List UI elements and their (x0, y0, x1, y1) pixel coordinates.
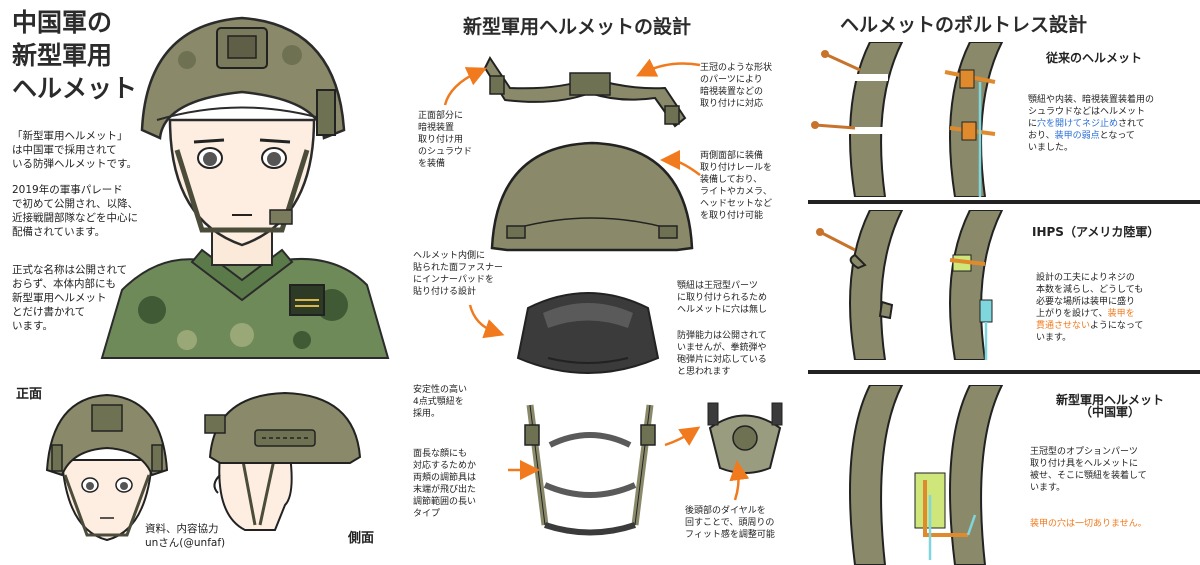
side-label: 側面 (348, 531, 375, 546)
harness-illustration (524, 404, 656, 536)
side-view-illustration (204, 391, 362, 531)
note-chinstrap-crown: 顎紐は王冠型パーツ に取り付けられるため ヘルメットに穴は無し (677, 281, 768, 315)
soldier-portrait (100, 16, 390, 359)
ihps-helmet-diagram (816, 210, 1004, 360)
ihps-title: IHPS（アメリカ陸軍） (1032, 225, 1160, 239)
crown-part-illustration (483, 56, 687, 128)
design-section-title: 新型軍用ヘルメットの設計 (463, 16, 692, 38)
new-helmet-diagram (849, 385, 1004, 565)
ihps-highlight: 装甲を 貫通させない (1036, 309, 1135, 331)
inner-pad-illustration (516, 292, 660, 374)
front-view-illustration (45, 393, 169, 542)
conventional-text-a: 顎紐や内装、暗視装置装着用の シュラウドなどはヘルメット に (1028, 95, 1155, 129)
title-line-2: 新型軍用 (12, 41, 113, 70)
intro-para-1: 「新型軍用ヘルメット」 は中国軍で採用されて いる防弾ヘルメットです。 (12, 130, 137, 170)
rear-dial-illustration (707, 402, 783, 474)
conventional-highlight-screws: 穴を開けてネジ止め (1037, 119, 1119, 129)
page-title: 中国軍の 新型軍用 ヘルメット (12, 6, 137, 105)
intro-para-3: 正式な名称は公開されて おらず、本体内部にも 新型軍用ヘルメット とだけ書かれて… (12, 264, 128, 332)
annotation-arrows (443, 58, 750, 501)
new-helmet-emphasis: 装甲の穴は一切ありません。 (1030, 519, 1147, 529)
note-rear-dial: 後頭部のダイヤルを 回すことで、頭周りの フィット感を調整可能 (685, 506, 775, 540)
note-4point-chinstrap: 安定性の高い 4点式顎紐を 採用。 (413, 385, 468, 419)
ihps-text-a: 設計の工夫によりネジの 本数を減らし、どうしても 必要な場所は装甲に盛り 上がり… (1036, 273, 1144, 319)
conventional-text-c: されて おり、 (1028, 119, 1145, 141)
conventional-text-e: となって いました。 (1028, 131, 1135, 153)
title-line-1: 中国軍の (12, 8, 113, 37)
ihps-text-c: ようになって います。 (1036, 321, 1144, 343)
ihps-text: 設計の工夫によりネジの 本数を減らし、どうしても 必要な場所は装甲に盛り 上がり… (1036, 260, 1196, 344)
note-shroud: 正面部分に 暗視装置 取り付け用 のシュラウド を装備 (418, 111, 473, 169)
note-velcro: ヘルメット内側に 貼られた面ファスナー にインナーパッドを 貼り付ける設計 (413, 251, 504, 297)
new-helmet-text: 王冠型のオプションパーツ 取り付け具をヘルメットに 被せ、そこに顎紐を装着して … (1030, 447, 1147, 493)
conventional-highlight-weakpoint: 装甲の弱点 (1054, 131, 1100, 141)
note-cheek-adjusters: 面長な顔にも 対応するためか 両頬の調節具は 末端が飛び出た 調節範囲の長い タ… (413, 449, 477, 519)
divider-2 (808, 370, 1200, 374)
front-label: 正面 (16, 387, 43, 402)
credit-text: 資料、内容協力 unさん(@unfaf) (145, 523, 226, 549)
helmet-shell-illustration (490, 141, 694, 252)
divider-1 (808, 200, 1200, 204)
note-protection: 防弾能力は公開されて いませんが、拳銃弾や 砲弾片に対応している と思われます (677, 331, 767, 377)
note-side-rails: 両側面部に装備 取り付けレールを 装備しており、 ライトやカメラ、 ヘッドセット… (700, 151, 773, 221)
title-line-3: ヘルメット (12, 74, 138, 103)
note-crown-part: 王冠のような形状 のパーツにより 暗視装置などの 取り付けに対応 (700, 63, 773, 109)
boltless-section-title: ヘルメットのボルトレス設計 (840, 14, 1088, 36)
new-helmet-title: 新型軍用ヘルメット （中国軍） (1055, 393, 1164, 419)
intro-para-2: 2019年の軍事パレード で初めて公開され、以降、 近接戦闘部隊などを中心に 配… (12, 184, 139, 238)
conventional-helmet-diagram (811, 42, 1004, 197)
conventional-text: 顎紐や内装、暗視装置装着用の シュラウドなどはヘルメット に穴を開けてネジ止めさ… (1028, 82, 1198, 154)
conventional-title: 従来のヘルメット (1046, 51, 1143, 65)
